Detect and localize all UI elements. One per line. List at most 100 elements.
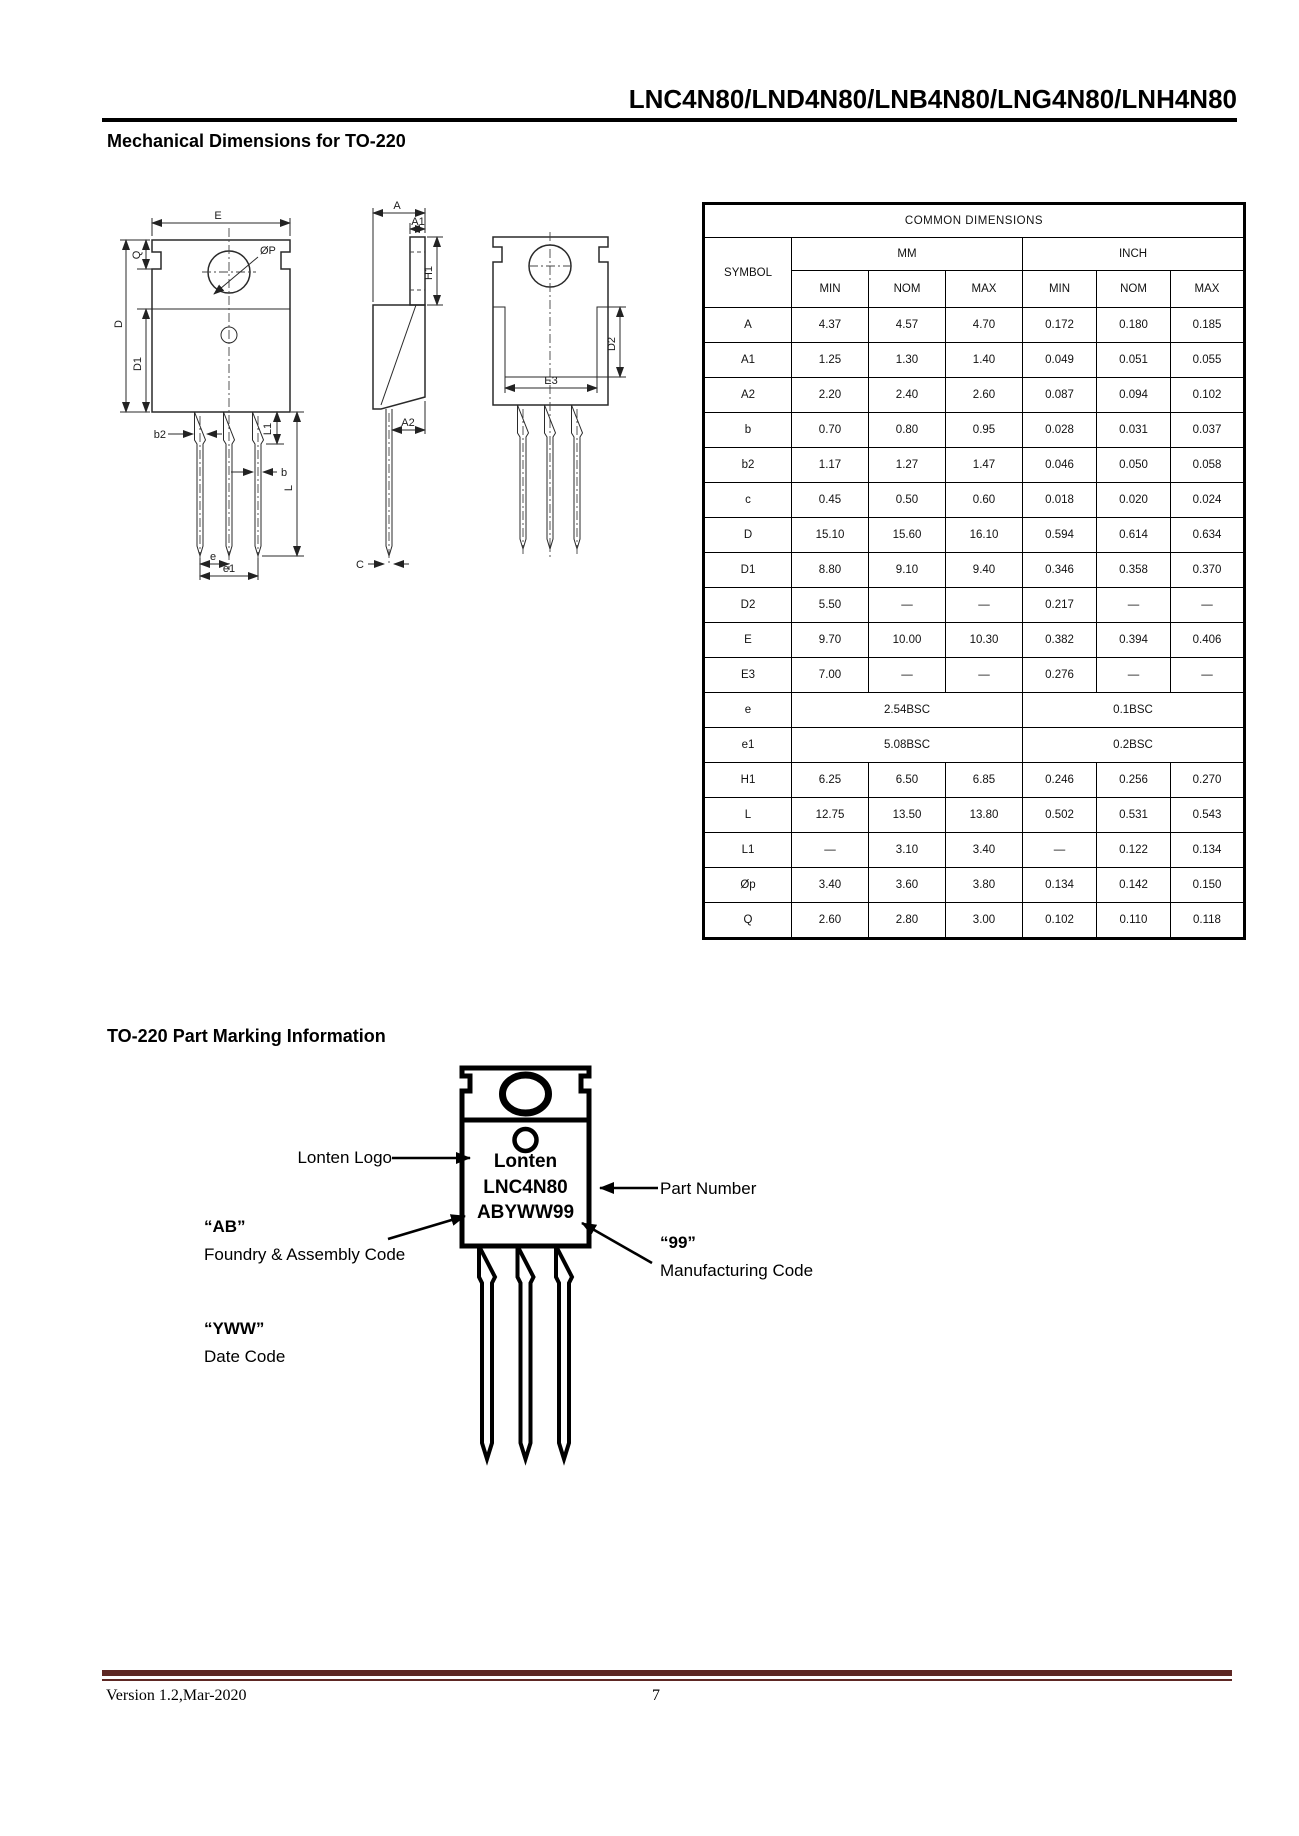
table-cell: 0.102 bbox=[1170, 377, 1245, 413]
table-cell: 0.142 bbox=[1096, 867, 1171, 903]
table-cell: 9.40 bbox=[945, 552, 1023, 588]
mfg-code: “99” bbox=[660, 1233, 696, 1252]
marking-line-logo: Lonten bbox=[494, 1151, 557, 1172]
lead bbox=[515, 1245, 536, 1466]
table-cell: 3.40 bbox=[791, 867, 869, 903]
table-cell: 3.40 bbox=[945, 832, 1023, 868]
table-cell: 6.50 bbox=[868, 762, 946, 798]
table-cell: 4.57 bbox=[868, 307, 946, 343]
table-cell: 0.80 bbox=[868, 412, 946, 448]
table-cell: 0.037 bbox=[1170, 412, 1245, 448]
side-view: A A1 H1 A2 C bbox=[356, 200, 443, 571]
table-cell: 0.049 bbox=[1022, 342, 1097, 378]
svg-text:e1: e1 bbox=[223, 563, 235, 575]
marking-line-partnumber: LNC4N80 bbox=[483, 1177, 567, 1198]
table-cell: 0.118 bbox=[1170, 902, 1245, 939]
table-cell: 0.394 bbox=[1096, 622, 1171, 658]
table-cell: E3 bbox=[703, 657, 792, 693]
footer-page-number: 7 bbox=[652, 1687, 660, 1704]
table-cell: 0.270 bbox=[1170, 762, 1245, 798]
table-cell: 2.80 bbox=[868, 902, 946, 939]
table-cell: 0.256 bbox=[1096, 762, 1171, 798]
table-cell: 0.020 bbox=[1096, 482, 1171, 518]
table-cell: 0.134 bbox=[1170, 832, 1245, 868]
front-outline bbox=[151, 239, 291, 413]
lead bbox=[554, 1245, 575, 1466]
table-cell: 0.046 bbox=[1022, 447, 1097, 483]
table-cell: 0.346 bbox=[1022, 552, 1097, 588]
dim-C: C bbox=[356, 559, 409, 571]
dim-D1: D1 bbox=[132, 308, 152, 413]
table-cell: 0.102 bbox=[1022, 902, 1097, 939]
table-cell: 2.60 bbox=[945, 377, 1023, 413]
table-cell: 0.150 bbox=[1170, 867, 1245, 903]
table-cell: 3.80 bbox=[945, 867, 1023, 903]
table-cell: 0.614 bbox=[1096, 517, 1171, 553]
dim-phiP: ØP bbox=[213, 245, 276, 295]
table-title: COMMON DIMENSIONS bbox=[703, 203, 1245, 238]
svg-text:L1: L1 bbox=[262, 423, 274, 435]
table-cell: 12.75 bbox=[791, 797, 869, 833]
table-cell: E bbox=[703, 622, 792, 658]
table-cell: 0.217 bbox=[1022, 587, 1097, 623]
front-view: E ØP D Q D1 bbox=[113, 210, 304, 580]
table-cell: 0.122 bbox=[1096, 832, 1171, 868]
page-title: LNC4N80/LND4N80/LNB4N80/LNG4N80/LNH4N80 bbox=[628, 84, 1237, 114]
table-cell: 9.10 bbox=[868, 552, 946, 588]
table-cell: 2.54BSC bbox=[791, 692, 1023, 728]
table-cell: 0.246 bbox=[1022, 762, 1097, 798]
table-cell: — bbox=[1022, 832, 1097, 868]
table-cell: 0.531 bbox=[1096, 797, 1171, 833]
table-cell: A bbox=[703, 307, 792, 343]
table-cell: 1.17 bbox=[791, 447, 869, 483]
foundry-desc: Foundry & Assembly Code bbox=[204, 1245, 406, 1264]
table-cell: 0.058 bbox=[1170, 447, 1245, 483]
table-cell: 6.25 bbox=[791, 762, 869, 798]
table-cell: Q bbox=[703, 902, 792, 939]
table-cell: 1.40 bbox=[945, 342, 1023, 378]
callout-foundry-code: “AB” Foundry & Assembly Code bbox=[204, 1213, 405, 1269]
table-cell: 3.00 bbox=[945, 902, 1023, 939]
table-cell: 4.37 bbox=[791, 307, 869, 343]
table-cell: b2 bbox=[703, 447, 792, 483]
table-cell: 2.60 bbox=[791, 902, 869, 939]
header-rule bbox=[102, 118, 1237, 122]
table-cell: 0.180 bbox=[1096, 307, 1171, 343]
dim-H1: H1 bbox=[423, 236, 443, 306]
svg-text:D: D bbox=[113, 320, 125, 328]
table-cell: 8.80 bbox=[791, 552, 869, 588]
section-title-mechanical: Mechanical Dimensions for TO-220 bbox=[107, 131, 406, 151]
dim-A1: A1 bbox=[409, 216, 426, 234]
table-cell: 10.00 bbox=[868, 622, 946, 658]
lead bbox=[223, 411, 236, 558]
table-cell: 0.051 bbox=[1096, 342, 1171, 378]
svg-text:A2: A2 bbox=[401, 417, 414, 429]
svg-text:H1: H1 bbox=[423, 266, 435, 280]
table-cell: 3.10 bbox=[868, 832, 946, 868]
svg-text:D1: D1 bbox=[132, 357, 144, 371]
table-cell: 0.2BSC bbox=[1022, 727, 1245, 763]
table-cell: L bbox=[703, 797, 792, 833]
table-cell: 15.60 bbox=[868, 517, 946, 553]
footer-rule-thin bbox=[102, 1679, 1232, 1681]
table-cell: H1 bbox=[703, 762, 792, 798]
callout-lonten-logo: Lonten Logo bbox=[297, 1148, 392, 1167]
svg-text:D2: D2 bbox=[606, 337, 618, 351]
table-cell: 0.406 bbox=[1170, 622, 1245, 658]
table-cell: e bbox=[703, 692, 792, 728]
dim-D2: D2 bbox=[597, 306, 626, 378]
table-cell: 0.95 bbox=[945, 412, 1023, 448]
dim-Q: Q bbox=[131, 239, 152, 270]
table-cell: 16.10 bbox=[945, 517, 1023, 553]
table-cell: — bbox=[868, 657, 946, 693]
date-desc: Date Code bbox=[204, 1347, 286, 1366]
table-cell: D1 bbox=[703, 552, 792, 588]
